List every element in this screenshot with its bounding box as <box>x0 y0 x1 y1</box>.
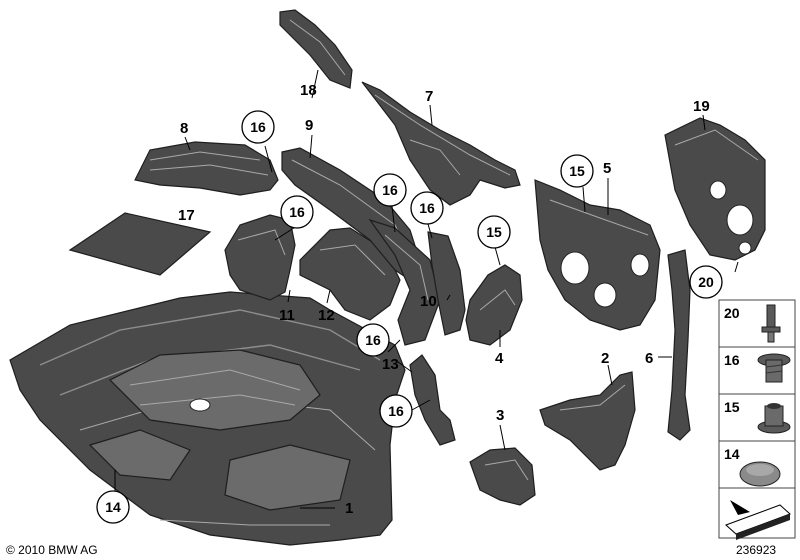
label-9: 9 <box>305 117 313 134</box>
label-19: 19 <box>693 98 710 115</box>
svg-text:16: 16 <box>250 119 266 135</box>
label-12: 12 <box>318 307 335 324</box>
cap-icon <box>739 461 781 487</box>
label-5: 5 <box>603 160 611 177</box>
part-12 <box>299 227 401 321</box>
underbody-shield <box>9 291 406 546</box>
svg-text:15: 15 <box>486 224 502 240</box>
fastener-legend: 20 16 15 14 <box>718 299 796 540</box>
svg-text:16: 16 <box>388 403 404 419</box>
part-2 <box>539 371 636 471</box>
part-6 <box>667 249 691 441</box>
svg-text:16: 16 <box>382 182 398 198</box>
part-3 <box>469 447 536 506</box>
part-4 <box>465 264 523 346</box>
callout-15-b: 15 <box>477 215 511 249</box>
part-11 <box>224 214 296 301</box>
label-3: 3 <box>496 407 504 424</box>
part-13 <box>409 354 456 446</box>
callout-14: 14 <box>96 490 130 524</box>
label-18: 18 <box>300 82 317 99</box>
callout-16-b: 16 <box>280 195 314 229</box>
part-7 <box>361 81 521 206</box>
callout-16-a: 16 <box>241 110 275 144</box>
callout-16-c: 16 <box>373 173 407 207</box>
fastener-20-label: 20 <box>724 305 740 321</box>
part-5 <box>534 179 661 331</box>
label-8: 8 <box>180 120 188 137</box>
svg-text:20: 20 <box>698 274 714 290</box>
fastener-15-label: 15 <box>724 399 740 415</box>
part-strip <box>368 218 441 346</box>
part-18 <box>279 9 353 89</box>
copyright: © 2010 BMW AG <box>6 543 98 557</box>
nut-icon <box>757 403 791 434</box>
callout-16-e: 16 <box>356 323 390 357</box>
svg-text:16: 16 <box>289 204 305 220</box>
label-7: 7 <box>425 88 433 105</box>
rivet-icon <box>761 304 781 343</box>
reference-number: 236923 <box>736 543 777 557</box>
part-17-mat <box>68 212 212 276</box>
material-sample-icon <box>725 500 791 540</box>
fastener-14-label: 14 <box>724 446 740 462</box>
label-4: 4 <box>495 350 504 367</box>
label-6: 6 <box>645 350 653 367</box>
part-10 <box>427 231 466 336</box>
svg-text:16: 16 <box>419 200 435 216</box>
svg-text:14: 14 <box>105 499 121 515</box>
callout-15-a: 15 <box>560 154 594 188</box>
svg-text:16: 16 <box>365 332 381 348</box>
label-11: 11 <box>279 307 295 324</box>
label-17: 17 <box>178 207 195 224</box>
svg-text:15: 15 <box>569 163 585 179</box>
callout-16-f: 16 <box>379 394 413 428</box>
fastener-16-label: 16 <box>724 352 740 368</box>
label-10: 10 <box>420 293 437 310</box>
screw-icon <box>757 353 791 383</box>
label-2: 2 <box>601 350 609 367</box>
part-8 <box>134 141 279 196</box>
label-1: 1 <box>345 500 353 517</box>
part-19 <box>664 117 766 261</box>
callout-16-d: 16 <box>410 191 444 225</box>
callout-20: 20 <box>689 265 723 299</box>
label-13: 13 <box>382 356 399 373</box>
